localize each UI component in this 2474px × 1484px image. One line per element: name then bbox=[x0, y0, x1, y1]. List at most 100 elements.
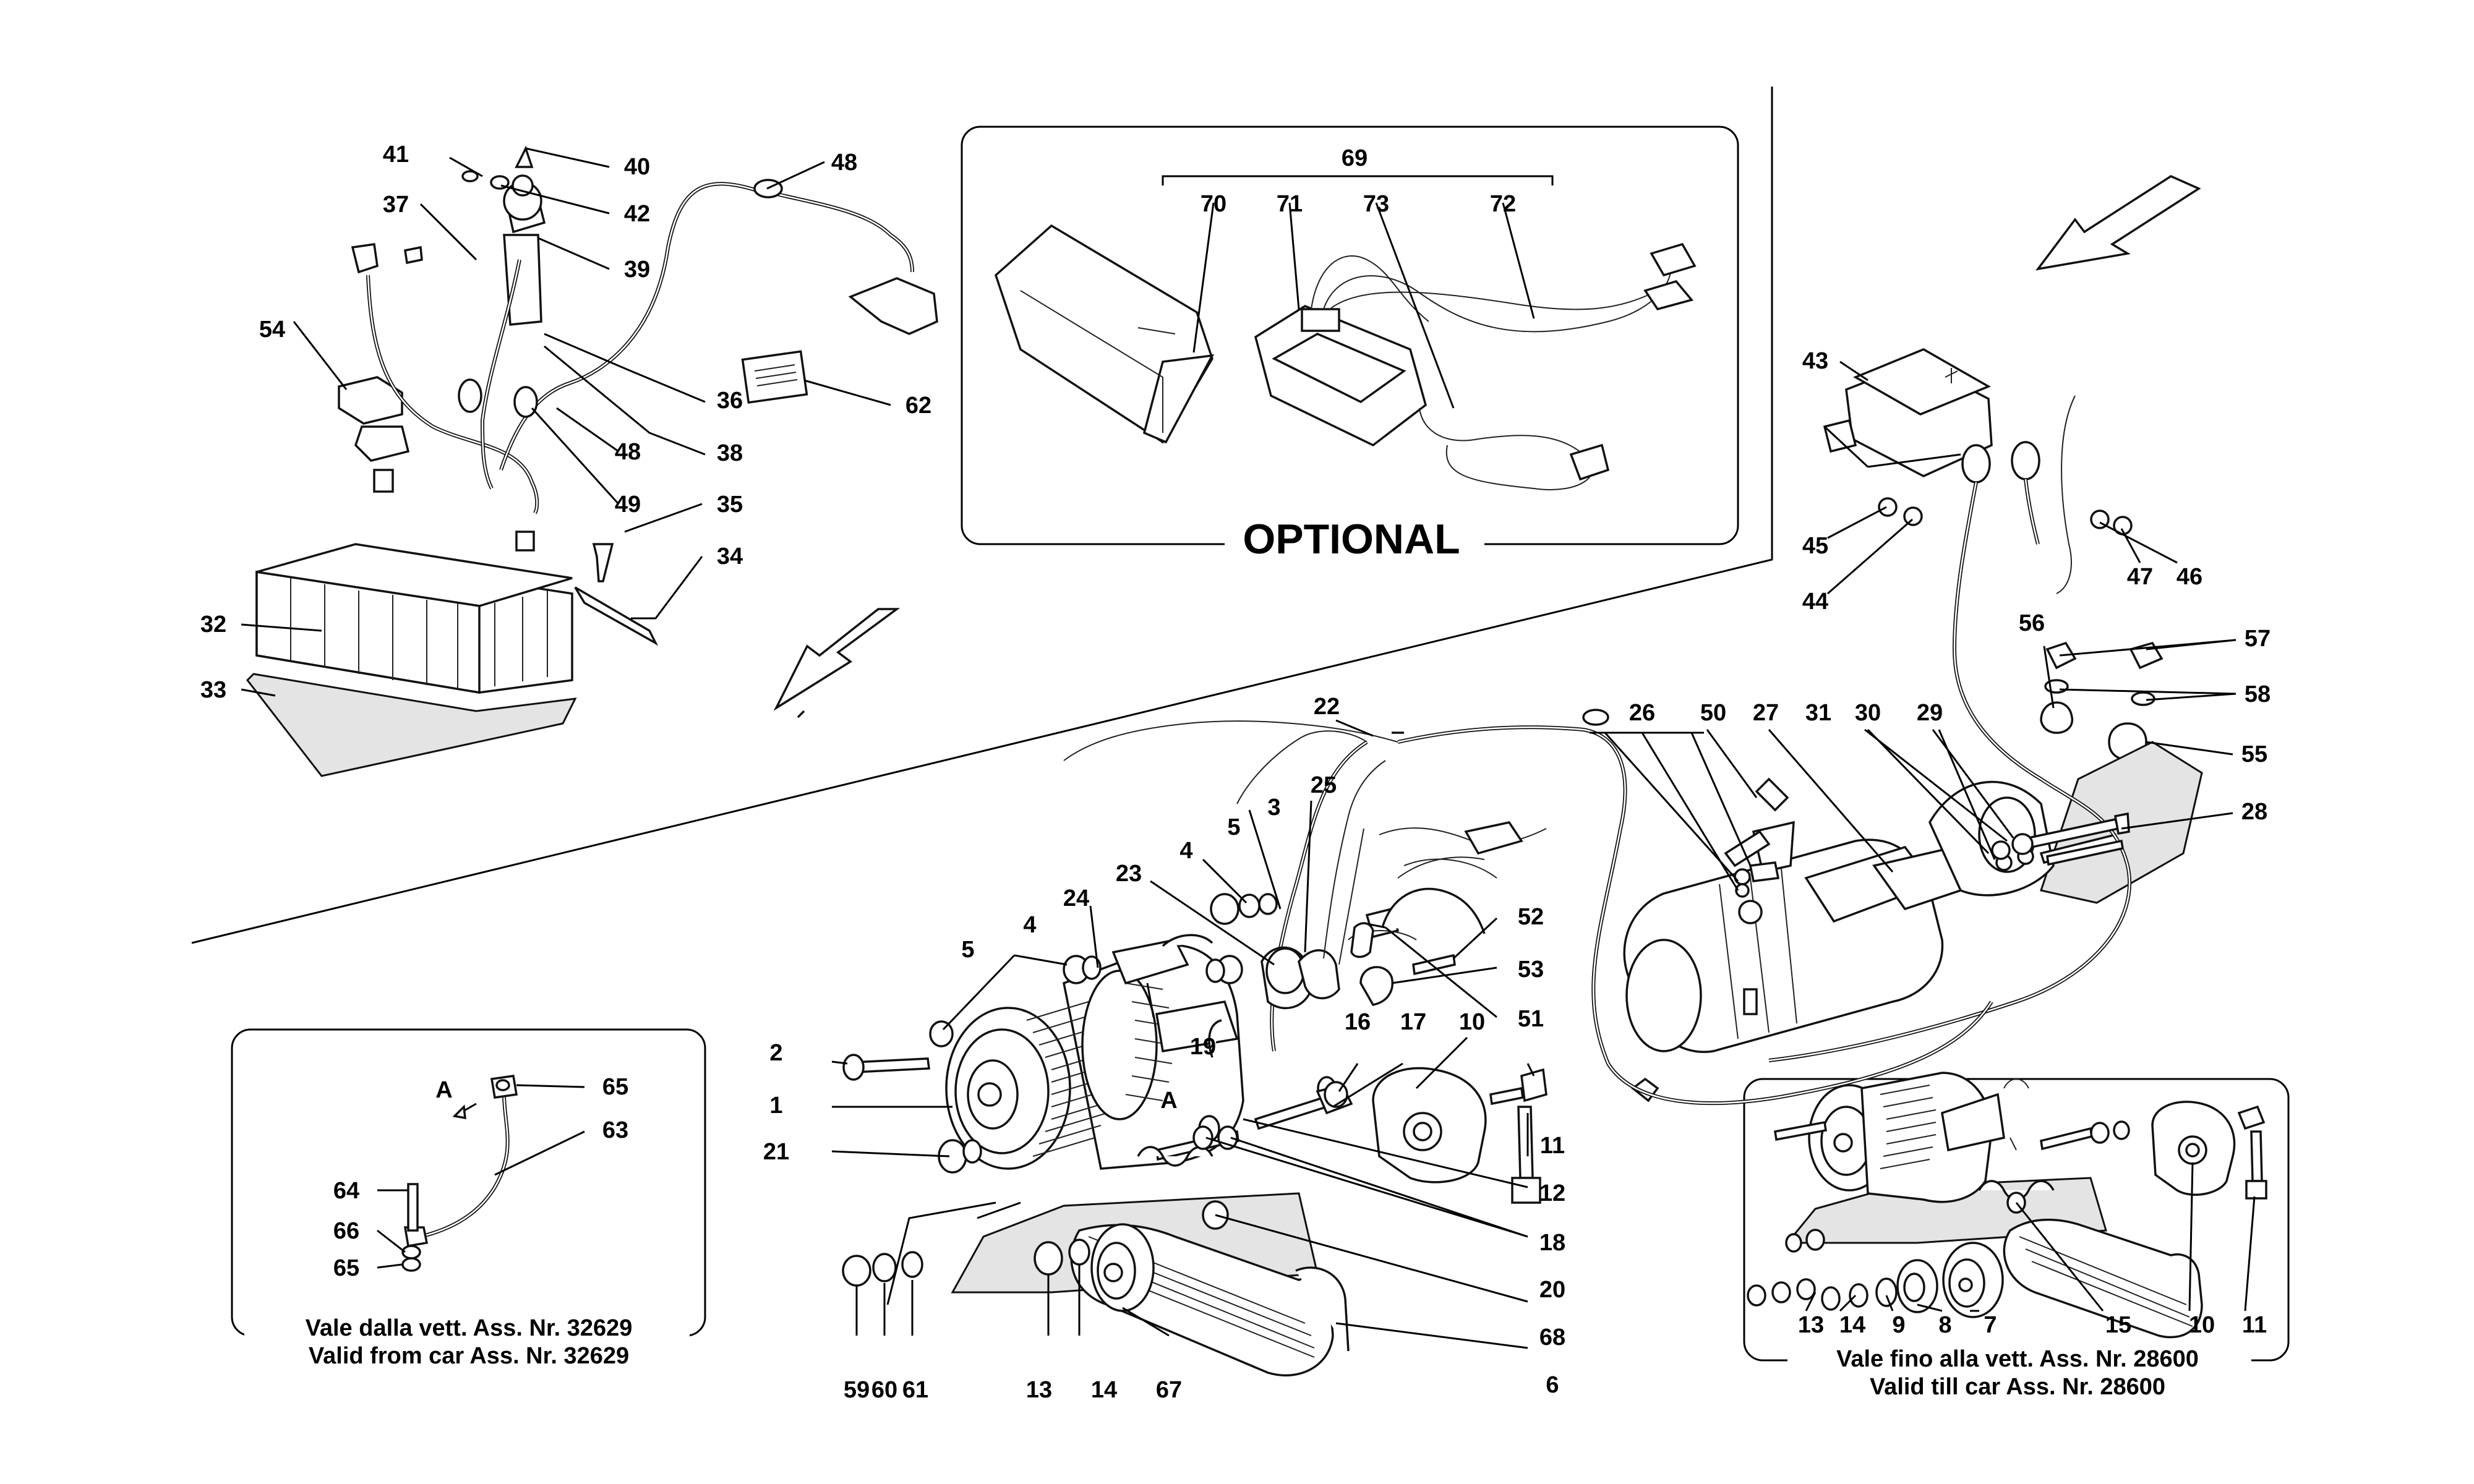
caption-left: Vale dalla vett. Ass. Nr. 32629 Valid fr… bbox=[244, 1312, 690, 1371]
callout-9: 9 bbox=[1892, 1312, 1905, 1338]
callout-69: 69 bbox=[1342, 145, 1368, 171]
callout-49: 49 bbox=[615, 492, 641, 518]
callout-65b: 65 bbox=[333, 1255, 359, 1281]
callout-32: 32 bbox=[200, 612, 226, 638]
callout-54: 54 bbox=[259, 317, 285, 343]
callout-16: 16 bbox=[1345, 1009, 1371, 1035]
callout-5: 5 bbox=[1227, 814, 1240, 840]
callout-37: 37 bbox=[383, 192, 409, 218]
callout-61: 61 bbox=[902, 1377, 928, 1403]
callout-60: 60 bbox=[871, 1377, 897, 1403]
starter-bolts bbox=[1991, 812, 2130, 866]
battery-charger-kit bbox=[994, 224, 1697, 490]
optional-title-group: OPTIONAL bbox=[1225, 516, 1484, 566]
leader-lines bbox=[241, 147, 2256, 1349]
callout-51: 51 bbox=[1518, 1006, 1544, 1032]
callout-56: 56 bbox=[2019, 610, 2045, 636]
callout-13: 13 bbox=[1026, 1377, 1052, 1403]
callout-46: 46 bbox=[2177, 564, 2202, 590]
starter-cables bbox=[797, 709, 2132, 1106]
callout-47: 47 bbox=[2127, 564, 2153, 590]
direction-arrow-icon bbox=[2035, 175, 2201, 271]
callout-48: 48 bbox=[831, 150, 857, 176]
callout-70: 70 bbox=[1201, 191, 1226, 217]
callout-31: 31 bbox=[1805, 700, 1831, 726]
callout-55: 55 bbox=[2241, 741, 2267, 767]
callout-28: 28 bbox=[2241, 799, 2267, 825]
callout-30: 30 bbox=[1855, 700, 1881, 726]
callout-42: 42 bbox=[624, 201, 650, 227]
callout-22: 22 bbox=[1314, 694, 1340, 720]
callout-39: 39 bbox=[624, 257, 650, 283]
junction-box-group bbox=[1823, 348, 2164, 781]
callout-A1: A bbox=[1160, 1088, 1177, 1114]
callout-44: 44 bbox=[1802, 589, 1828, 615]
callout-40: 40 bbox=[624, 154, 650, 180]
callout-29: 29 bbox=[1917, 700, 1943, 726]
callout-72: 72 bbox=[1490, 191, 1516, 217]
battery-group bbox=[246, 145, 938, 777]
callout-27: 27 bbox=[1753, 700, 1779, 726]
callout-71: 71 bbox=[1277, 191, 1303, 217]
caption-right: Vale fino alla vett. Ass. Nr. 28600 Vali… bbox=[1787, 1343, 2251, 1402]
callout-36: 36 bbox=[717, 388, 743, 414]
callout-21: 21 bbox=[763, 1139, 789, 1165]
callout-63: 63 bbox=[602, 1117, 628, 1143]
callout-1: 1 bbox=[769, 1093, 782, 1119]
direction-arrow-icon bbox=[773, 608, 901, 711]
optional-group-bracket bbox=[1162, 175, 1554, 186]
part-number-labels: 41 40 42 37 39 48 54 36 62 48 38 49 35 3… bbox=[200, 142, 2271, 1403]
callout-62: 62 bbox=[905, 393, 931, 419]
callout-68: 68 bbox=[1539, 1324, 1565, 1350]
callout-43: 43 bbox=[1802, 348, 1828, 374]
callout-10b: 10 bbox=[2189, 1312, 2215, 1338]
callout-25: 25 bbox=[1311, 772, 1337, 798]
caption-right-en: Valid till car Ass. Nr. 28600 bbox=[1870, 1374, 2165, 1400]
callout-35: 35 bbox=[717, 492, 743, 518]
callout-73: 73 bbox=[1363, 191, 1389, 217]
callout-65: 65 bbox=[602, 1074, 628, 1100]
optional-label: OPTIONAL bbox=[1243, 516, 1460, 563]
callout-26: 26 bbox=[1629, 700, 1655, 726]
alternator-hardware bbox=[842, 760, 1547, 1376]
callout-66: 66 bbox=[333, 1218, 359, 1244]
callout-A2: A bbox=[435, 1077, 452, 1103]
callout-4b: 4 bbox=[1023, 912, 1036, 938]
callout-14b: 14 bbox=[1839, 1312, 1865, 1338]
callout-6: 6 bbox=[1546, 1372, 1559, 1398]
callout-17: 17 bbox=[1400, 1009, 1426, 1035]
callout-12: 12 bbox=[1539, 1180, 1565, 1206]
callout-33: 33 bbox=[200, 677, 226, 703]
callout-3: 3 bbox=[1267, 795, 1280, 821]
callout-24: 24 bbox=[1063, 885, 1089, 911]
callout-50: 50 bbox=[1700, 700, 1726, 726]
callout-64: 64 bbox=[333, 1178, 359, 1204]
caption-left-it: Vale dalla vett. Ass. Nr. 32629 bbox=[306, 1315, 633, 1341]
callout-8: 8 bbox=[1938, 1312, 1951, 1338]
callout-13b: 13 bbox=[1798, 1312, 1824, 1338]
callout-57: 57 bbox=[2245, 626, 2271, 652]
callout-15: 15 bbox=[2105, 1312, 2131, 1338]
callout-14: 14 bbox=[1091, 1377, 1117, 1403]
callout-5b: 5 bbox=[961, 937, 974, 963]
callout-4: 4 bbox=[1179, 838, 1192, 864]
starter-motor-group bbox=[1623, 741, 2203, 1102]
callout-34: 34 bbox=[717, 544, 743, 569]
callout-23: 23 bbox=[1116, 861, 1142, 887]
callout-2: 2 bbox=[769, 1040, 782, 1066]
caption-left-en: Valid from car Ass. Nr. 32629 bbox=[309, 1343, 629, 1369]
caption-right-it: Vale fino alla vett. Ass. Nr. 28600 bbox=[1836, 1346, 2199, 1372]
callout-67: 67 bbox=[1156, 1377, 1182, 1403]
callout-20: 20 bbox=[1539, 1277, 1565, 1303]
callout-45: 45 bbox=[1802, 533, 1828, 559]
callout-41: 41 bbox=[383, 142, 409, 168]
callout-7: 7 bbox=[1984, 1312, 1997, 1338]
callout-11: 11 bbox=[1540, 1133, 1565, 1159]
callout-11b: 11 bbox=[2242, 1312, 2267, 1338]
callout-38: 38 bbox=[717, 440, 743, 466]
callout-19: 19 bbox=[1190, 1034, 1216, 1060]
callout-18: 18 bbox=[1539, 1230, 1565, 1256]
inset-left-cable bbox=[401, 1075, 518, 1272]
inset-right-parts bbox=[1747, 1072, 2267, 1339]
